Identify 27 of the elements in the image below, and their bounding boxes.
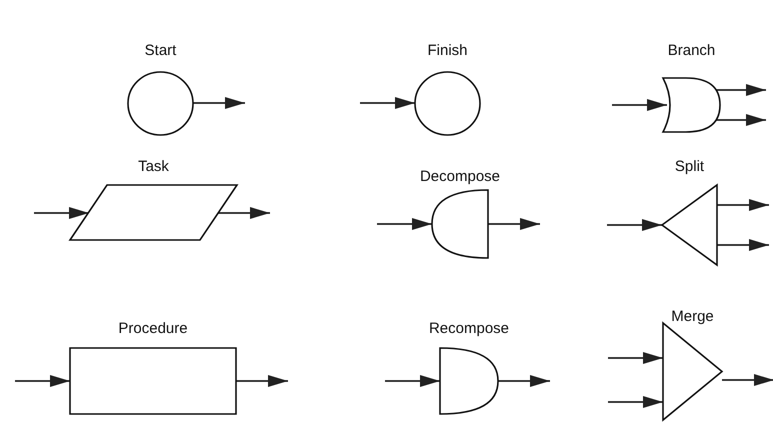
arrow xyxy=(612,99,667,111)
symbol-label: Decompose xyxy=(420,168,500,186)
arrow xyxy=(218,207,270,219)
arrow xyxy=(717,239,769,251)
arrow xyxy=(608,396,663,408)
arrow xyxy=(360,97,415,109)
arrow xyxy=(498,375,550,387)
symbol-label: Start xyxy=(144,42,176,60)
symbol-label: Finish xyxy=(428,42,468,60)
arrow xyxy=(377,218,432,230)
symbol-label: Task xyxy=(138,158,169,176)
symbol-label: Merge xyxy=(671,308,714,326)
arrow xyxy=(385,375,440,387)
symbol-label: Recompose xyxy=(428,320,510,338)
arrow xyxy=(34,207,89,219)
arrow xyxy=(717,199,769,211)
symbol-label: Branch xyxy=(668,42,716,60)
symbol-label: Procedure xyxy=(118,320,188,338)
arrow xyxy=(236,375,288,387)
arrow xyxy=(722,374,773,386)
arrow xyxy=(15,375,70,387)
arrow xyxy=(488,218,540,230)
arrow xyxy=(714,114,766,126)
symbol-label: Split xyxy=(674,158,704,176)
arrow xyxy=(193,97,245,109)
arrow xyxy=(607,219,662,231)
arrow xyxy=(608,352,663,364)
